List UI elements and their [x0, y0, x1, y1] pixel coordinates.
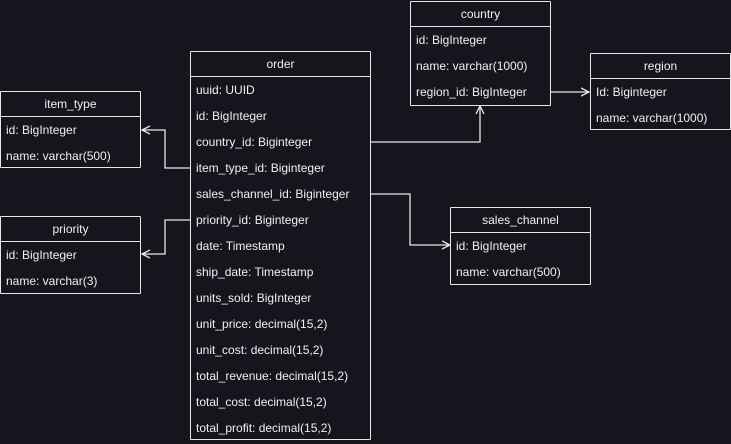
entity-region-field: Id: Biginteger: [596, 85, 667, 99]
connector-order-country: [371, 106, 480, 143]
entity-order-field: country_id: Biginteger: [196, 135, 313, 149]
connector-order-priority: [142, 219, 190, 254]
entity-region[interactable]: region Id: Biginteger name: varchar(1000…: [590, 53, 731, 130]
entity-order-field: priority_id: Biginteger: [196, 213, 309, 227]
connector-order-item-type: [142, 130, 190, 169]
entity-order-field: units_sold: BigInteger: [196, 291, 312, 305]
entity-region-field: name: varchar(1000): [596, 111, 708, 125]
entity-order-field: date: Timestamp: [196, 239, 285, 253]
entity-region-title: region: [591, 54, 730, 79]
connector-order-sales-channel: [371, 193, 450, 245]
entity-sales-channel-title: sales_channel: [451, 208, 590, 233]
entity-order-field: total_revenue: decimal(15,2): [196, 369, 349, 383]
entity-country-field: id: BigInteger: [416, 33, 487, 47]
entity-order-field: total_cost: decimal(15,2): [196, 395, 327, 409]
entity-order[interactable]: order uuid: UUID id: BigInteger country_…: [190, 51, 371, 440]
entity-item-type-field: name: varchar(500): [6, 149, 111, 163]
entity-order-title: order: [191, 52, 370, 77]
entity-country-title: country: [411, 2, 550, 27]
entity-country-field: region_id: BigInteger: [416, 85, 527, 99]
entity-order-field: uuid: UUID: [196, 83, 255, 97]
entity-item-type[interactable]: item_type id: BigInteger name: varchar(5…: [0, 91, 141, 168]
entity-order-field: sales_channel_id: Biginteger: [196, 187, 350, 201]
entity-priority-field: id: BigInteger: [6, 248, 77, 262]
entity-order-field: unit_cost: decimal(15,2): [196, 343, 324, 357]
entity-sales-channel-field: id: BigInteger: [456, 239, 527, 253]
entity-priority-title: priority: [1, 217, 140, 242]
entity-item-type-title: item_type: [1, 92, 140, 117]
entity-priority[interactable]: priority id: BigInteger name: varchar(3): [0, 216, 141, 294]
entity-order-field: total_profit: decimal(15,2): [196, 421, 332, 435]
entity-country-field: name: varchar(1000): [416, 59, 528, 73]
entity-order-field: item_type_id: Biginteger: [196, 161, 325, 175]
entity-item-type-field: id: BigInteger: [6, 123, 77, 137]
entity-order-field: ship_date: Timestamp: [196, 265, 314, 279]
entity-priority-field: name: varchar(3): [6, 274, 98, 288]
entity-order-field: unit_price: decimal(15,2): [196, 317, 328, 331]
entity-sales-channel-field: name: varchar(500): [456, 265, 561, 279]
entity-order-field: id: BigInteger: [196, 109, 267, 123]
entity-country[interactable]: country id: BigInteger name: varchar(100…: [410, 1, 551, 106]
entity-sales-channel[interactable]: sales_channel id: BigInteger name: varch…: [450, 207, 591, 285]
